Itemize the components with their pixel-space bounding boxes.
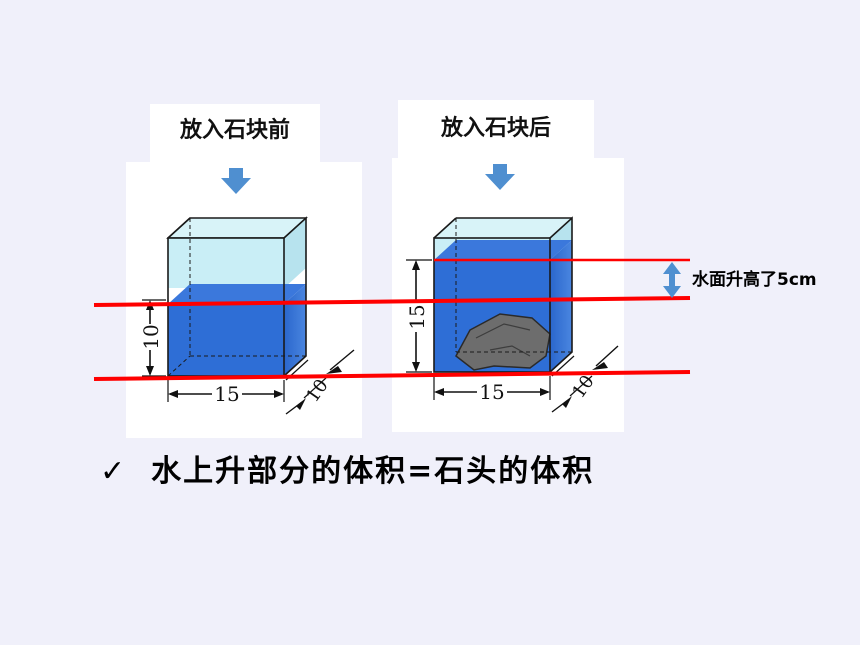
- tank-after: [433, 216, 573, 373]
- tank-before: [166, 216, 308, 377]
- conclusion-line: ✓ 水上升部分的体积=石头的体积: [100, 446, 594, 490]
- width-label-before: 15: [214, 382, 239, 406]
- dimension-width-before: 15: [167, 380, 285, 406]
- height-label-before: 10: [139, 324, 163, 349]
- dimension-height-before: 10: [138, 299, 166, 377]
- dimension-height-after: 15: [404, 259, 432, 373]
- checkmark-icon: ✓: [100, 454, 128, 489]
- dimension-width-after: 15: [433, 376, 551, 404]
- water-front-before: [168, 304, 284, 376]
- down-arrow-icon: [221, 168, 251, 194]
- double-arrow-icon: [663, 262, 681, 298]
- panel-after-title-box: [398, 100, 594, 160]
- panel-after-title: 放入石块后: [440, 115, 551, 141]
- rise-annotation: 水面升高了5cm: [692, 269, 817, 290]
- panel-before-title-box: [150, 104, 320, 164]
- panel-before: 放入石块前: [126, 104, 362, 438]
- stone-icon: [455, 313, 551, 371]
- width-label-after: 15: [479, 380, 504, 404]
- height-label-after: 15: [405, 304, 429, 329]
- red-line-initial-water-level: [93, 296, 691, 307]
- panel-before-title: 放入石块前: [179, 117, 290, 143]
- water-surface-after: [434, 240, 572, 260]
- red-line-tank-bottom: [93, 370, 691, 381]
- down-arrow-icon: [485, 164, 515, 190]
- water-surface-before: [168, 284, 306, 304]
- conclusion-text: 水上升部分的体积=石头的体积: [151, 454, 595, 489]
- panel-after: 放入石块后: [392, 100, 624, 432]
